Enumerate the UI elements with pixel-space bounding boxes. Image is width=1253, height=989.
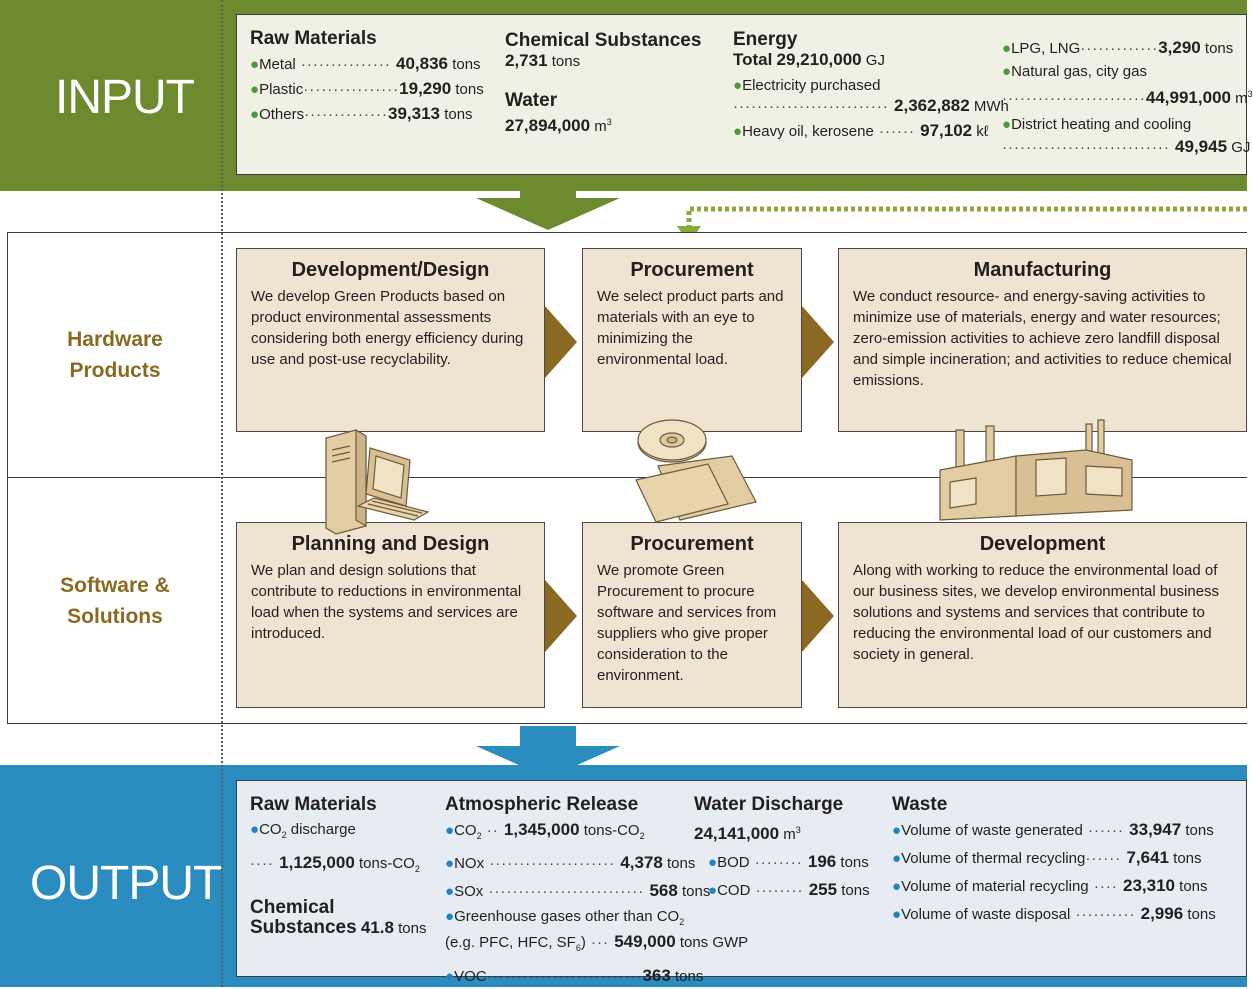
input-raw-item: ●Others··············39,313 tons (250, 104, 473, 123)
step-title: Procurement (630, 259, 754, 281)
disk-icon (635, 419, 757, 523)
output-water-title: Water Discharge (694, 794, 844, 815)
step-text: We conduct resource- and energy-saving a… (853, 288, 1232, 389)
step-arrow-icon (545, 306, 577, 378)
step-text: We develop Green Products based on produ… (251, 288, 524, 368)
computer-icon (325, 428, 430, 535)
output-flow-arrow (476, 726, 620, 778)
output-panel (236, 780, 1247, 977)
step-title: Planning and Design (291, 533, 490, 555)
output-waste: Waste ●Volume of waste generated ······ … (892, 794, 1216, 923)
input-panel (236, 14, 1247, 175)
input-energy: Energy Total 29,210,000 GJ ●Electricity … (733, 29, 1009, 141)
divider-line (221, 0, 223, 987)
input-label: INPUT (55, 71, 195, 124)
output-label: OUTPUT (30, 857, 222, 910)
step-title: Manufacturing (973, 259, 1112, 281)
output-chemical: Chemical Substances 41.8 tons (250, 897, 427, 938)
input-energy-title: Energy (733, 29, 798, 50)
step-development: Development Along with working to reduce… (838, 522, 1247, 708)
step-title: Development/Design (291, 259, 490, 281)
input-water: Water 27,894,000 m3 (505, 90, 612, 135)
output-atmospheric: Atmospheric Release ●CO2 ·· 1,345,000 to… (445, 794, 749, 985)
input-chemical: Chemical Substances 2,731 tons (505, 30, 702, 70)
step-planning-design: Planning and Design We plan and design s… (236, 522, 545, 708)
step-text: We promote Green Procurement to procure … (597, 562, 777, 684)
step-text: We plan and design solutions that contri… (251, 562, 522, 642)
output-water: Water Discharge 24,141,000 m3 ●BOD ·····… (694, 794, 870, 899)
output-raw-materials-title: Raw Materials (250, 794, 377, 815)
input-energy-right: ●LPG, LNG·············3,290 tons ●Natura… (1002, 38, 1253, 156)
output-atmospheric-title: Atmospheric Release (445, 794, 639, 815)
step-arrow-icon (545, 580, 577, 652)
step-arrow-icon (802, 580, 834, 652)
step-procurement-software: Procurement We promote Green Procurement… (582, 522, 802, 708)
output-raw-materials: Raw Materials ●CO2 discharge ···· 1,125,… (250, 794, 420, 874)
input-raw-materials: Raw Materials ●Metal ··············· 40,… (250, 28, 484, 127)
factory-icon (939, 419, 1133, 521)
step-title: Development (979, 533, 1106, 555)
input-water-title: Water (505, 90, 558, 111)
step-manufacturing: Manufacturing We conduct resource- and e… (838, 248, 1247, 432)
input-raw-item: ●Metal ··············· 40,836 tons (250, 54, 481, 73)
step-title: Procurement (630, 533, 754, 555)
step-text: We select product parts and materials wi… (597, 288, 784, 368)
step-text: Along with working to reduce the environ… (853, 562, 1220, 663)
step-procurement-hardware: Procurement We select product parts and … (582, 248, 802, 432)
input-raw-materials-title: Raw Materials (250, 28, 377, 49)
software-row-label: Software &Solutions (60, 574, 170, 628)
input-chemical-title: Chemical Substances (505, 30, 702, 51)
step-arrow-icon (802, 306, 834, 378)
step-development-design: Development/Design We develop Green Prod… (236, 248, 545, 432)
output-waste-title: Waste (892, 794, 948, 815)
input-raw-item: ●Plastic················19,290 tons (250, 79, 484, 98)
input-flow-arrow (476, 178, 620, 230)
